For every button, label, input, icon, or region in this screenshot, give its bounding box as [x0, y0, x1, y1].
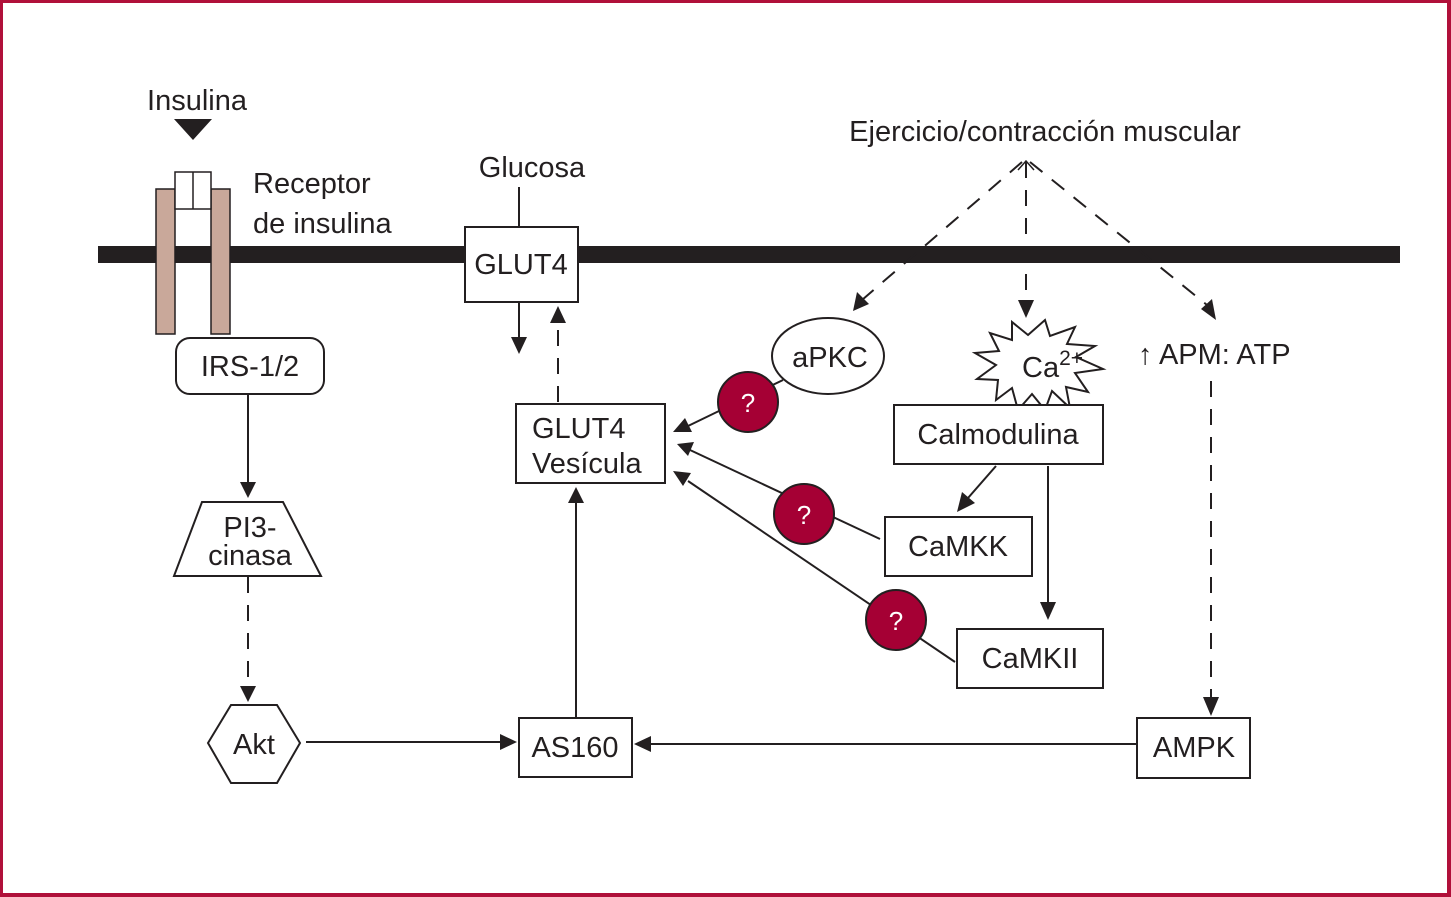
ampk-label: AMPK — [1153, 732, 1236, 764]
edge-pi3k-akt — [240, 577, 256, 702]
edge-exercise-amp — [1029, 161, 1216, 320]
exercise-label: Ejercicio/contracción muscular — [849, 116, 1241, 148]
akt-label: Akt — [233, 729, 275, 761]
amp-atp-label: ↑ APM: ATP — [1138, 339, 1291, 371]
edge-as160-vesicle — [568, 487, 584, 718]
unknown-marker-camkii: ? — [865, 589, 927, 651]
exercise-apex-chevron — [1017, 159, 1035, 171]
edge-vesicle-glut4 — [550, 306, 566, 402]
edge-calmodulin-camkk — [957, 465, 997, 512]
edge-exercise-calcium — [1018, 162, 1034, 318]
glut4-membrane-label: GLUT4 — [474, 249, 567, 281]
pi3k-node: PI3- cinasa — [172, 501, 323, 577]
irs-label: IRS-1/2 — [201, 351, 299, 383]
apkc-label: aPKC — [792, 342, 868, 374]
as160-label: AS160 — [531, 732, 618, 764]
camkii-label: CaMKII — [982, 643, 1079, 675]
calcium-node: Ca2+ — [971, 318, 1107, 413]
calcium-superscript: 2+ — [1059, 347, 1083, 370]
edge-amp-ampk — [1203, 381, 1219, 716]
camkii-node: CaMKII — [956, 628, 1104, 689]
calmodulin-label: Calmodulina — [917, 419, 1079, 451]
calmodulin-node: Calmodulina — [893, 404, 1104, 465]
insulin-receptor — [155, 171, 231, 335]
edge-ampk-as160 — [634, 736, 1138, 752]
apkc-node: aPKC — [771, 317, 885, 395]
as160-node: AS160 — [518, 717, 633, 778]
glut4-vesicle-label-line2: Vesícula — [532, 448, 642, 480]
glucose-label: Glucosa — [479, 152, 586, 184]
pi3k-label-line1: PI3- — [223, 512, 276, 544]
glut4-vesicle-node: GLUT4 Vesícula — [515, 403, 666, 484]
question-mark-icon: ? — [889, 606, 903, 636]
camkk-node: CaMKK — [884, 516, 1033, 577]
ampk-node: AMPK — [1136, 717, 1251, 779]
insulin-triangle-icon — [174, 119, 212, 140]
cell-membrane — [98, 246, 1400, 263]
question-mark-icon: ? — [741, 388, 755, 418]
receptor-label-line1: Receptor — [253, 168, 371, 200]
edge-irs-pi3k — [240, 394, 256, 498]
edge-calmodulin-camkii — [1040, 466, 1056, 620]
glut4-vesicle-label-line1: GLUT4 — [532, 413, 625, 445]
receptor-label-line2: de insulina — [253, 208, 393, 240]
edge-glut4-inward — [511, 303, 527, 354]
edge-akt-as160 — [306, 734, 517, 750]
unknown-marker-apkc: ? — [717, 371, 779, 433]
camkk-label: CaMKK — [908, 531, 1009, 563]
irs-node: IRS-1/2 — [175, 337, 325, 395]
akt-node: Akt — [206, 704, 302, 784]
pi3k-label-line2: cinasa — [208, 540, 293, 572]
calcium-base-text: Ca — [1022, 352, 1060, 384]
insulin-label: Insulina — [147, 85, 248, 117]
calcium-label: Ca2+ — [1022, 347, 1083, 384]
edge-exercise-apkc — [853, 161, 1023, 311]
question-mark-icon: ? — [797, 500, 811, 530]
glut4-membrane-node: GLUT4 — [464, 226, 579, 303]
unknown-marker-camkk: ? — [773, 483, 835, 545]
